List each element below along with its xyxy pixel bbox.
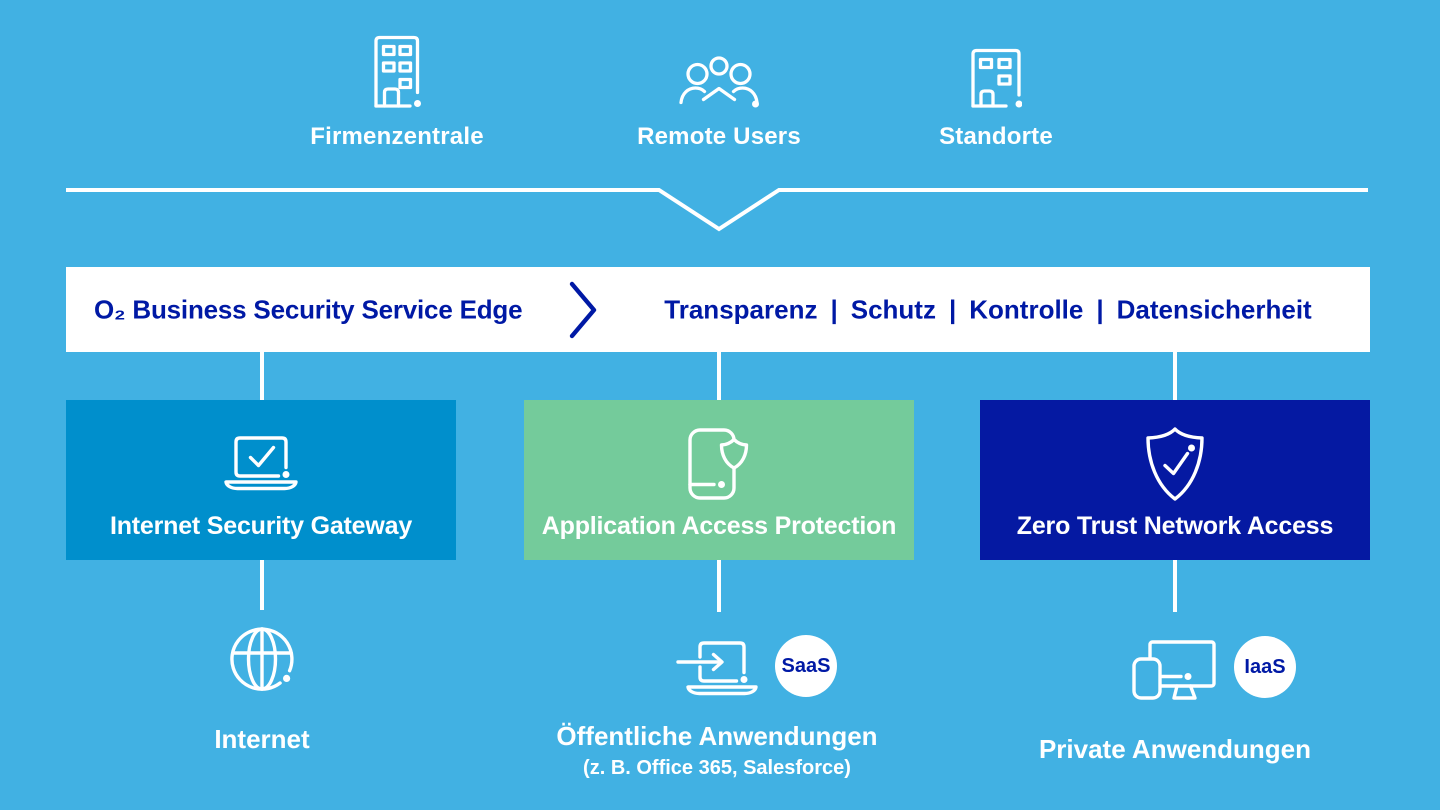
source-icon-wrap — [970, 32, 1022, 108]
chevron-right-icon — [569, 281, 597, 338]
source-label: Firmenzentrale — [310, 123, 484, 150]
destination-label: Internet — [214, 724, 310, 754]
service-icon-wrap — [1144, 426, 1206, 502]
destination-private-apps: Private Anwendungen — [1010, 640, 1340, 765]
vertical-connectors — [260, 352, 1177, 612]
branch-building-icon — [971, 48, 1022, 108]
saas-badge: SaaS — [775, 635, 837, 697]
destination-sublabel: (z. B. Office 365, Salesforce) — [583, 757, 851, 779]
source-standorte: Standorte — [886, 32, 1106, 151]
laptop-arrow-icon — [676, 641, 758, 696]
benefit-separator: | — [948, 294, 957, 324]
service-application-access-protection: Application Access Protection — [524, 400, 914, 560]
benefit-kontrolle: Kontrolle — [969, 294, 1084, 324]
source-icon-wrap — [679, 32, 759, 108]
source-firmenzentrale: Firmenzentrale — [287, 32, 507, 151]
benefits-list: Transparenz | Schutz | Kontrolle | Datensicher… — [621, 294, 1355, 325]
laptop-check-icon — [224, 436, 298, 491]
phone-shield-icon — [688, 427, 749, 500]
service-label: Zero Trust Network Access — [1016, 512, 1334, 540]
service-icon-wrap — [688, 426, 750, 502]
service-zero-trust-network-access: Zero Trust Network Access — [980, 400, 1370, 560]
destination-label: Private Anwendungen — [1038, 734, 1312, 764]
destination-label: Öffentliche Anwendungen — [556, 721, 878, 751]
funnel-line — [66, 188, 1368, 232]
globe-icon — [230, 627, 294, 691]
benefit-schutz: Schutz — [850, 294, 936, 324]
sse-banner: O₂ Business Security Service Edge Transp… — [66, 267, 1370, 352]
users-icon — [679, 56, 759, 108]
service-label: Internet Security Gateway — [109, 512, 413, 540]
devices-icon — [1132, 640, 1216, 700]
service-icon-wrap — [222, 426, 300, 502]
shield-check-icon — [1146, 427, 1204, 501]
source-icon-wrap — [373, 32, 421, 108]
source-label: Remote Users — [637, 123, 801, 150]
benefit-separator: | — [1096, 294, 1104, 324]
benefit-transparenz: Transparenz — [664, 294, 818, 324]
product-name: O₂ Business Security Service Edge — [94, 294, 523, 324]
service-internet-security-gateway: Internet Security Gateway — [66, 400, 456, 560]
source-label: Standorte — [939, 123, 1053, 150]
destination-public-apps: Öffentliche Anwendungen (z. B. Office 36… — [532, 641, 902, 780]
benefit-datensicherheit: Datensicherheit — [1116, 294, 1312, 324]
destination-internet: Internet — [142, 626, 382, 755]
benefit-separator: | — [830, 294, 838, 324]
iaas-badge: IaaS — [1234, 636, 1296, 698]
source-remote-users: Remote Users — [609, 32, 829, 151]
service-label: Application Access Protection — [541, 512, 897, 540]
building-icon — [374, 35, 421, 108]
